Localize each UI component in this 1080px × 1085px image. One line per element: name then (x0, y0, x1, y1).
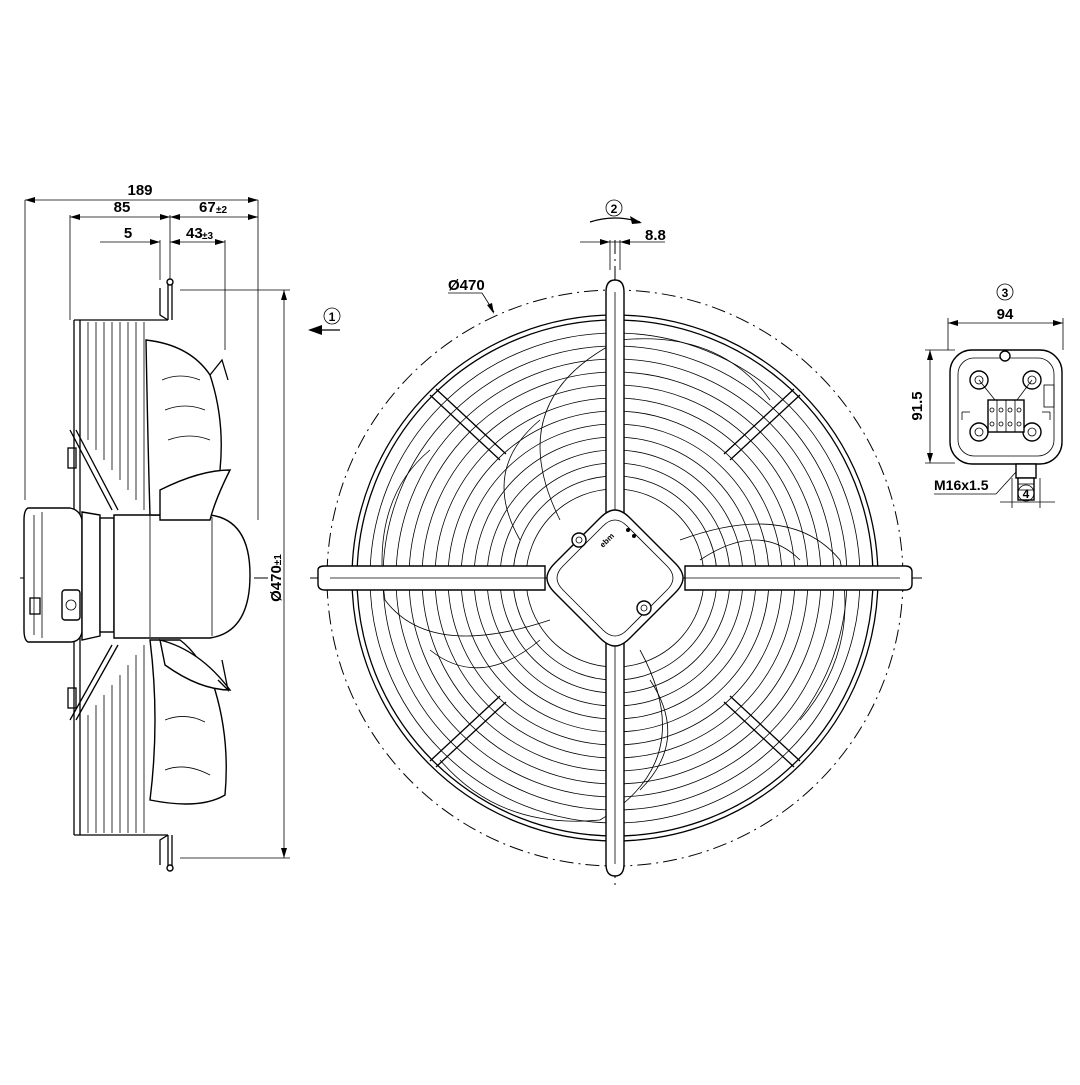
guard-struts-front (317, 279, 913, 877)
side-view: 189 85 67 ±2 5 43 ±3 Ø470±1 1 (20, 182, 341, 872)
dim-diameter-side-label: Ø470±1 (268, 554, 285, 602)
dim-diameter-side-value: Ø470 (268, 565, 285, 602)
callout-4: 4 (1023, 487, 1030, 501)
dim-85-label: 85 (114, 199, 131, 216)
dim-diameter-front-label: Ø470 (448, 277, 485, 294)
dim-43-label: 43 (186, 225, 203, 242)
dim-diameter-side-tolerance: ±1 (273, 554, 284, 565)
callout-3: 3 (1002, 286, 1009, 300)
guard-struts-side (67, 429, 119, 721)
rotation-arrow-icon (630, 216, 642, 224)
front-view: Ø470 8.8 2 (310, 199, 925, 890)
dim-67-label: 67 (199, 199, 216, 216)
airflow-arrow-icon (308, 325, 322, 335)
dim-43-tolerance: ±3 (202, 231, 213, 242)
motor-hub-front: ebm (546, 509, 684, 647)
dim-8-8-label: 8.8 (645, 227, 666, 244)
dim-91-5-label: 91.5 (909, 391, 926, 420)
fan-blades-side (145, 339, 232, 805)
dim-94-label: 94 (997, 306, 1014, 323)
callout-1: 1 (329, 310, 336, 324)
dim-5-label: 5 (124, 225, 132, 242)
motor-housing-side (23, 507, 251, 643)
callout-2: 2 (611, 202, 618, 216)
dim-67-tolerance: ±2 (216, 205, 227, 216)
thread-label: M16x1.5 (934, 477, 989, 493)
dim-189-label: 189 (127, 182, 152, 199)
terminal-box-view: 3 94 91.5 (909, 283, 1064, 508)
